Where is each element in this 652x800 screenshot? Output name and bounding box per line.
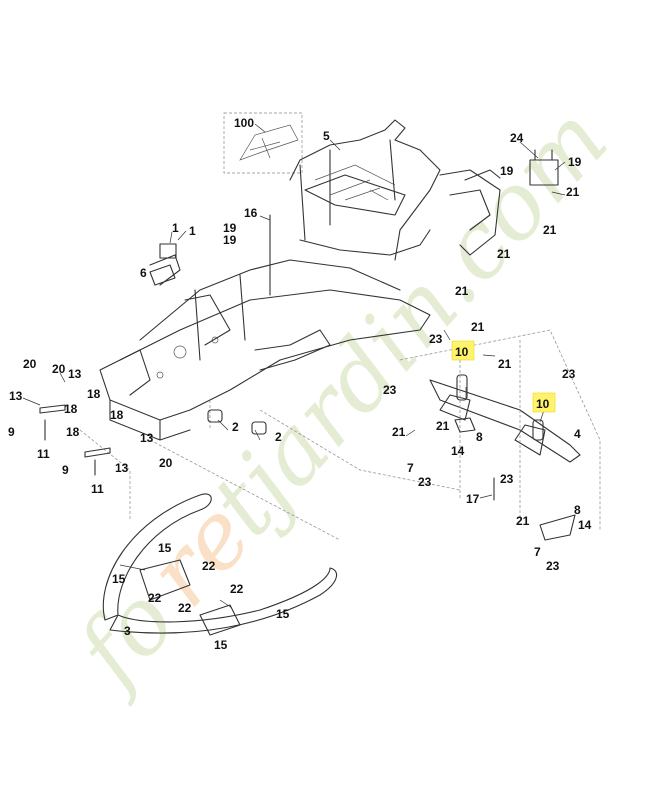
callout-19: 19 bbox=[223, 221, 237, 235]
callout-20: 20 bbox=[159, 456, 173, 470]
callout-1: 1 bbox=[172, 221, 179, 235]
callout-23: 23 bbox=[429, 332, 443, 346]
callout-14: 14 bbox=[451, 444, 465, 458]
svg-text:tjardin.com: tjardin.com bbox=[191, 87, 629, 556]
callout-2: 2 bbox=[232, 420, 239, 434]
callout-23: 23 bbox=[418, 475, 432, 489]
callout-18: 18 bbox=[66, 425, 80, 439]
callout-15: 15 bbox=[112, 572, 126, 586]
callout-6: 6 bbox=[140, 266, 147, 280]
callout-14: 14 bbox=[578, 518, 592, 532]
callout-11: 11 bbox=[37, 447, 50, 461]
callout-16: 16 bbox=[244, 206, 258, 220]
callout-13: 13 bbox=[140, 431, 154, 445]
callout-10: 10 bbox=[455, 345, 469, 359]
callout-22: 22 bbox=[148, 591, 162, 605]
callout-11: 11 bbox=[91, 482, 104, 496]
callout-21: 21 bbox=[566, 185, 580, 199]
main-frame bbox=[39, 119, 601, 636]
callout-9: 9 bbox=[62, 463, 69, 477]
callout-13: 13 bbox=[68, 367, 82, 381]
callout-13: 13 bbox=[9, 389, 23, 403]
callout-21: 21 bbox=[497, 247, 511, 261]
callout-21: 21 bbox=[471, 320, 485, 334]
callout-5: 5 bbox=[323, 129, 330, 143]
highlight-10-left bbox=[451, 340, 475, 361]
callout-19: 19 bbox=[500, 164, 514, 178]
callout-labels: 100 5 24 19 19 21 21 1 1 16 19 19 6 21 2… bbox=[8, 116, 592, 652]
callout-21: 21 bbox=[543, 223, 557, 237]
callout-23: 23 bbox=[546, 559, 560, 573]
callout-2: 2 bbox=[275, 430, 282, 444]
callout-23: 23 bbox=[383, 383, 397, 397]
callout-23: 23 bbox=[562, 367, 576, 381]
callout-22: 22 bbox=[178, 601, 192, 615]
callout-10: 10 bbox=[536, 397, 550, 411]
callout-8: 8 bbox=[574, 503, 581, 517]
callout-23: 23 bbox=[500, 472, 514, 486]
callout-8: 8 bbox=[476, 430, 483, 444]
inset-detail-100 bbox=[223, 112, 303, 174]
callout-7: 7 bbox=[534, 545, 541, 559]
callout-21: 21 bbox=[392, 425, 406, 439]
callout-21: 21 bbox=[455, 284, 469, 298]
callout-15: 15 bbox=[276, 607, 290, 621]
callout-3: 3 bbox=[124, 624, 131, 638]
leader-lines bbox=[22, 123, 566, 609]
callout-15: 15 bbox=[158, 541, 172, 555]
callout-19: 19 bbox=[223, 233, 237, 247]
callout-22: 22 bbox=[202, 559, 216, 573]
callout-18: 18 bbox=[64, 402, 78, 416]
callout-7: 7 bbox=[407, 461, 414, 475]
callout-4: 4 bbox=[574, 427, 581, 441]
callout-9: 9 bbox=[8, 425, 15, 439]
callout-21: 21 bbox=[436, 419, 450, 433]
callout-17: 17 bbox=[466, 492, 480, 506]
callout-19: 19 bbox=[568, 155, 582, 169]
callout-1: 1 bbox=[189, 224, 196, 238]
callout-13: 13 bbox=[115, 461, 129, 475]
callout-18: 18 bbox=[110, 408, 124, 422]
callout-21: 21 bbox=[498, 357, 512, 371]
callout-24: 24 bbox=[510, 131, 524, 145]
callout-22: 22 bbox=[230, 582, 244, 596]
callout-100: 100 bbox=[234, 116, 254, 130]
callout-20: 20 bbox=[23, 357, 37, 371]
callout-21: 21 bbox=[516, 514, 530, 528]
highlight-10-right bbox=[532, 392, 556, 413]
callout-18: 18 bbox=[87, 387, 101, 401]
callout-20: 20 bbox=[52, 362, 66, 376]
callout-15: 15 bbox=[214, 638, 228, 652]
